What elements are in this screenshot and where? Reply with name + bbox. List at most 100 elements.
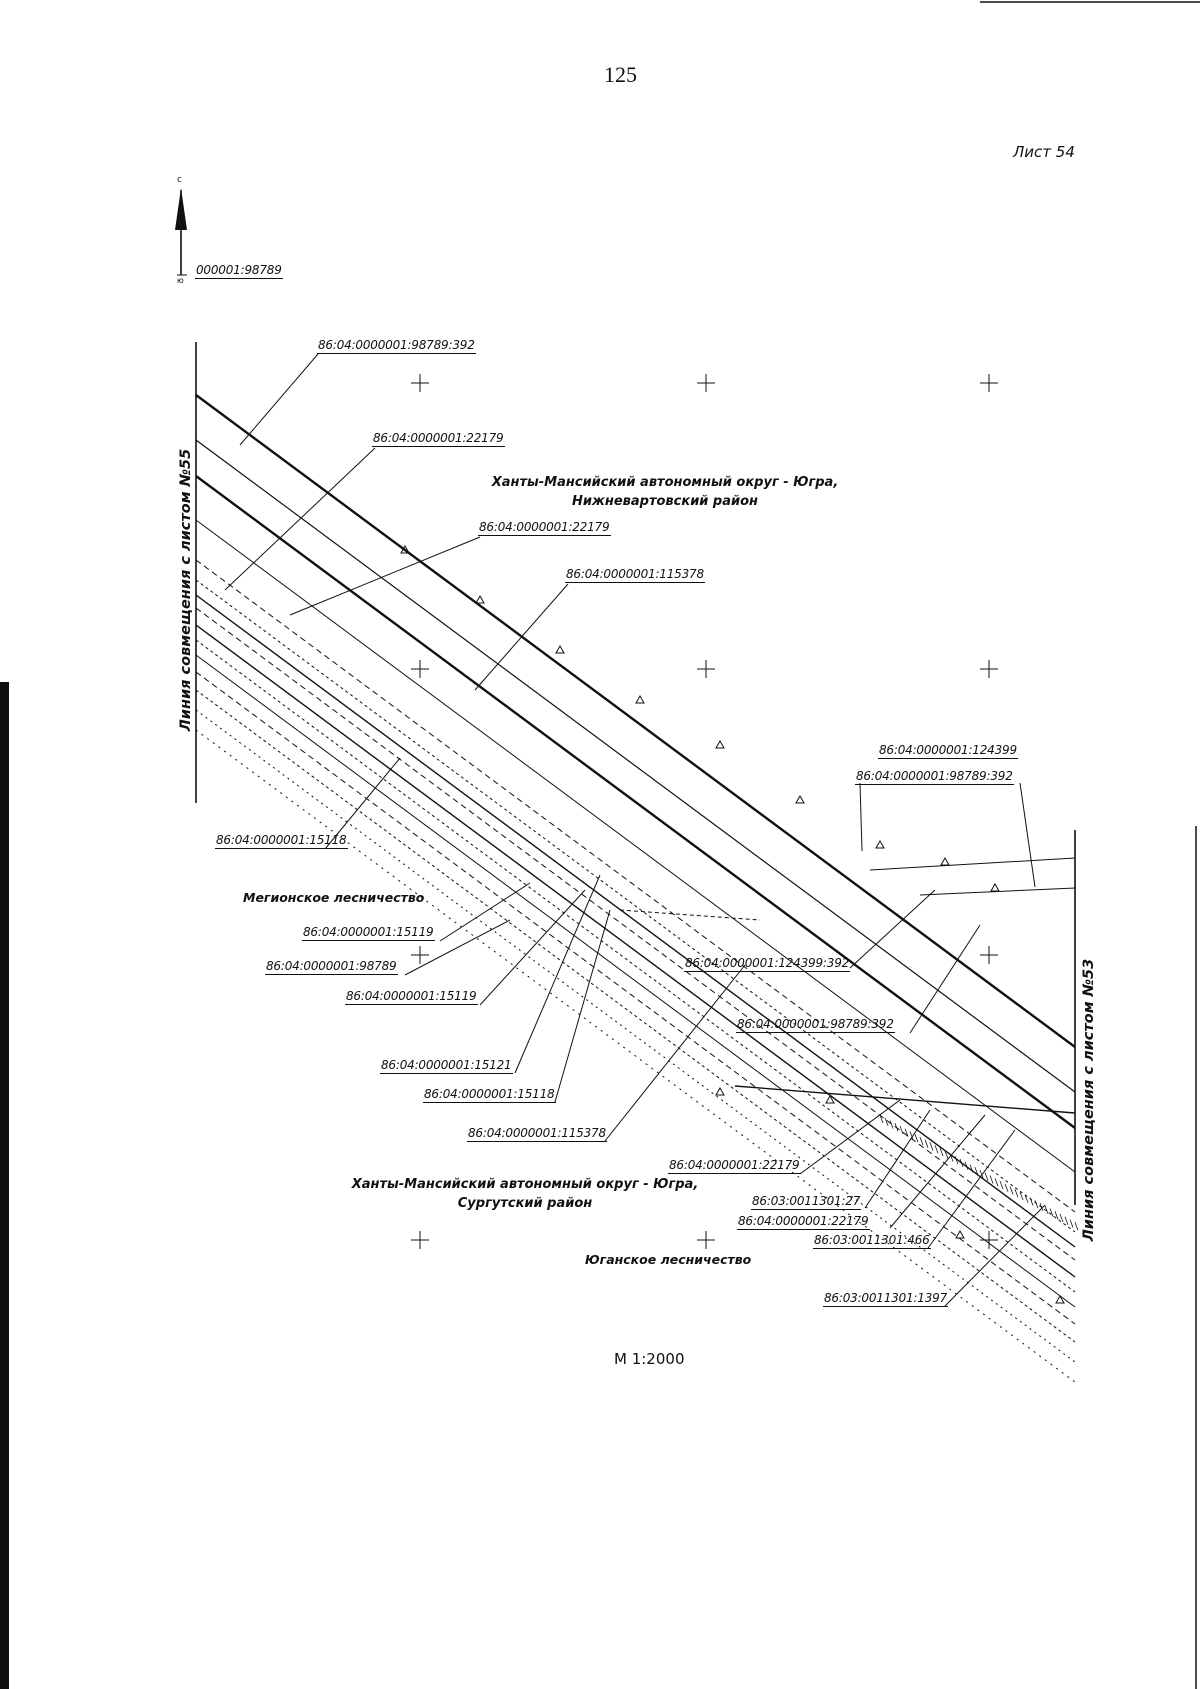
parcel-boundary-line <box>195 519 1076 1173</box>
slope-hatch <box>949 1153 954 1162</box>
leader-line <box>404 919 511 976</box>
slope-hatch <box>1034 1200 1039 1209</box>
slope-hatch <box>914 1134 919 1143</box>
slope-hatch <box>1009 1186 1014 1195</box>
slope-hatch <box>954 1156 959 1165</box>
slope-hatch <box>944 1150 949 1159</box>
parcel-label: 86:03:0011301:466 <box>813 1233 931 1249</box>
utility-line <box>195 729 1076 1383</box>
slope-hatch <box>889 1120 894 1129</box>
slope-hatch <box>1004 1183 1009 1192</box>
leader-line <box>514 874 601 1074</box>
slope-hatch <box>1059 1213 1064 1223</box>
slope-hatch <box>934 1145 939 1154</box>
slope-hatch <box>899 1125 904 1135</box>
leader-line <box>944 1204 1046 1307</box>
utility-line <box>195 639 1076 1293</box>
survey-marker-icon <box>795 794 805 804</box>
north-region-line2: Нижневартовский район <box>571 494 759 509</box>
parcel-label: 86:04:0000001:115378 <box>467 1126 607 1142</box>
slope-hatch <box>884 1117 889 1126</box>
utility-line <box>195 607 1076 1261</box>
parcel-label: 86:04:0000001:15121 <box>380 1058 513 1074</box>
pipeline-line <box>195 654 1076 1308</box>
parcel-label: 86:03:0011301:27 <box>751 1194 862 1210</box>
north-arrow-north-letter: с <box>177 175 182 185</box>
survey-marker-icon <box>715 739 725 749</box>
slope-hatch <box>1039 1202 1044 1212</box>
survey-marker-icon <box>875 839 885 849</box>
leader-line <box>289 536 481 616</box>
parcel-boundary-line <box>619 909 761 921</box>
leader-line <box>239 353 319 446</box>
leader-line <box>474 583 569 691</box>
parcel-label: 86:04:0000001:98789 <box>265 959 398 975</box>
leader-line <box>554 909 611 1103</box>
slope-hatch <box>929 1142 934 1151</box>
megion-forestry-label: Мегионское лесничество <box>243 890 425 905</box>
slope-hatch <box>994 1178 999 1187</box>
yugan-forestry-label: Юганское лесничество <box>585 1252 752 1267</box>
leader-line <box>439 882 531 942</box>
slope-hatch <box>969 1164 974 1173</box>
survey-marker-icon <box>955 1229 965 1239</box>
survey-marker-icon <box>475 594 485 604</box>
slope-hatch <box>1044 1205 1049 1214</box>
north-arrow-south-letter: ю <box>177 276 184 285</box>
survey-marker-icon <box>400 544 410 554</box>
parcel-label: 86:04:0000001:98789:392 <box>855 769 1014 785</box>
parcel-label: 86:04:0000001:124399:392 <box>684 956 851 972</box>
leader-line <box>927 1129 1016 1249</box>
slope-hatch <box>904 1128 909 1137</box>
leader-line <box>604 964 746 1142</box>
leader-line <box>799 1099 901 1175</box>
north-arrow-head <box>175 188 187 230</box>
south-region-label: Ханты-Мансийский автономный округ - Югра… <box>350 1175 700 1213</box>
leader-line <box>1019 782 1036 888</box>
utility-line <box>195 579 1076 1233</box>
parcel-label: 86:04:0000001:22179 <box>372 431 505 447</box>
map-scale: М 1:2000 <box>614 1350 685 1368</box>
slope-hatch <box>979 1169 984 1179</box>
slope-hatch <box>989 1175 994 1184</box>
parcel-label: 86:04:0000001:15119 <box>345 989 478 1005</box>
parcel-label: 86:03:0011301:1397 <box>823 1291 949 1307</box>
parcel-label: 86:04:0000001:124399 <box>878 743 1018 759</box>
slope-hatch <box>1014 1189 1019 1198</box>
corridor-boundary-line <box>195 475 1076 1129</box>
slope-hatch <box>894 1123 899 1132</box>
slope-hatch <box>1054 1211 1059 1220</box>
leader-line <box>909 924 981 1034</box>
utility-line <box>195 559 1076 1213</box>
parcel-boundary-line <box>734 1085 1076 1114</box>
pipeline-line <box>195 624 1076 1278</box>
parcel-label: 86:04:0000001:22179 <box>668 1158 801 1174</box>
survey-marker-icon <box>990 882 1000 892</box>
pipeline-line <box>195 594 1076 1248</box>
parcel-label: 86:04:0000001:15119 <box>302 925 435 941</box>
slope-hatch <box>1029 1197 1034 1206</box>
parcel-label: 86:04:0000001:98789:392 <box>736 1017 895 1033</box>
survey-marker-icon <box>715 1086 725 1096</box>
parcel-boundary-line <box>195 439 1076 1093</box>
leader-line <box>849 889 936 969</box>
north-arrow-parcel-label: 000001:98789 <box>195 263 283 279</box>
slope-hatch <box>999 1180 1004 1190</box>
slope-hatch <box>959 1158 964 1168</box>
leader-line <box>889 1114 986 1229</box>
slope-hatch <box>939 1147 944 1157</box>
parcel-boundary-line <box>869 857 1076 871</box>
slope-hatch <box>1024 1194 1029 1203</box>
slope-hatch <box>1074 1222 1079 1231</box>
survey-marker-icon <box>555 644 565 654</box>
slope-hatch <box>1069 1219 1074 1228</box>
page-number: 125 <box>604 62 637 87</box>
slope-hatch <box>984 1172 989 1181</box>
corridor-boundary-line <box>195 394 1076 1048</box>
utility-line <box>195 671 1076 1325</box>
survey-marker-icon <box>825 1094 835 1104</box>
survey-marker-icon <box>635 694 645 704</box>
slope-hatch <box>964 1161 969 1170</box>
slope-hatch <box>924 1139 929 1148</box>
